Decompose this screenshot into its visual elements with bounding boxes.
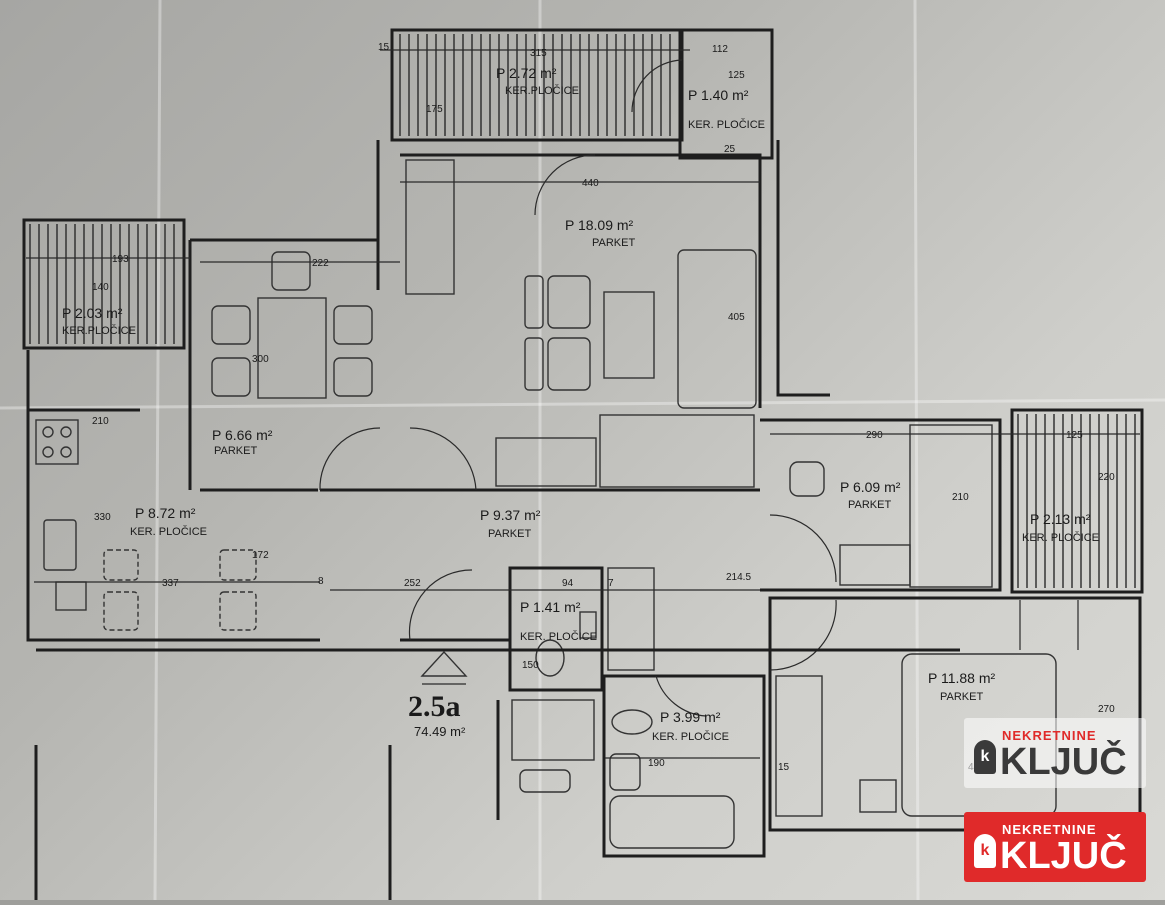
dim-label: 252: [404, 578, 421, 589]
watermark-logo-red: k NEKRETNINE KLJUČ: [964, 812, 1146, 882]
dim-label: 25: [724, 144, 736, 155]
dim-label: 193: [112, 254, 129, 265]
watermark-small-text: NEKRETNINE: [1002, 822, 1097, 837]
dim-label: 440: [582, 178, 599, 189]
dim-label: 125: [728, 70, 745, 81]
room-floor-living: PARKET: [592, 237, 635, 249]
dim-label: 290: [866, 430, 883, 441]
dim-label: 15: [778, 762, 790, 773]
entry-outline: [34, 648, 960, 900]
dimension-lines: [26, 49, 1140, 759]
room-floor-study: PARKET: [848, 499, 891, 511]
paper-fold-horizontal: [0, 398, 1165, 410]
dim-label: 150: [522, 660, 539, 671]
dim-label: 8: [318, 576, 324, 587]
paper-fold-vertical-1: [153, 0, 162, 901]
dim-label: 337: [162, 578, 179, 589]
room-area-balcony-left: P 2.03 m²: [62, 305, 123, 321]
watermark-small-text: NEKRETNINE: [1002, 728, 1097, 743]
door-swing-bath-top: [631, 59, 683, 113]
dim-label: 405: [728, 312, 745, 323]
dim-label: 210: [952, 492, 969, 503]
dim-label: 140: [92, 282, 109, 293]
dining-outline: [188, 238, 378, 492]
room-floor-bedroom: PARKET: [940, 691, 983, 703]
balcony-right-outline: [1010, 408, 1144, 594]
room-floor-balcony-left: KER.PLOČICE: [62, 324, 136, 337]
dim-label: 315: [530, 48, 547, 59]
room-floor-bath-top: KER. PLOČICE: [688, 118, 765, 131]
room-area-balcony-right: P 2.13 m²: [1030, 511, 1091, 527]
room-area-bathroom: P 3.99 m²: [660, 709, 721, 725]
room-area-bath-top: P 1.40 m²: [688, 87, 749, 103]
dim-label: 125: [1066, 430, 1083, 441]
dim-label: 15: [378, 42, 390, 53]
room-area-living: P 18.09 m²: [565, 217, 634, 233]
key-icon: k: [974, 834, 996, 868]
room-floor-wc: KER. PLOČICE: [520, 630, 597, 643]
key-icon: k: [974, 740, 996, 774]
dim-label: 190: [648, 758, 665, 769]
dim-label: 214.5: [726, 572, 751, 583]
bath-top-outline: [678, 28, 774, 160]
room-floor-balcony-right: KER. PLOČICE: [1022, 531, 1099, 544]
room-floor-balcony-top: KER.PLOČICE: [505, 84, 579, 97]
dim-label: 94: [562, 578, 574, 589]
dim-label: 175: [426, 104, 443, 115]
room-area-balcony-top: P 2.72 m²: [496, 65, 557, 81]
paper-fold-vertical-3: [913, 0, 920, 901]
wc-outline: [508, 566, 604, 692]
room-area-study: P 6.09 m²: [840, 479, 901, 495]
room-floor-dining: PARKET: [214, 445, 257, 457]
balcony-left-outline: [22, 218, 186, 350]
dim-label: 270: [1098, 704, 1115, 715]
kitchen-outline: [26, 350, 320, 642]
watermark-big-text: KLJUČ: [1000, 741, 1127, 783]
living-room-outline: [376, 140, 830, 409]
room-area-hall: P 9.37 m²: [480, 507, 541, 523]
dim-label: 7: [608, 578, 614, 589]
apartment-total-area: 74.49 m²: [414, 724, 466, 739]
room-area-dining: P 6.66 m²: [212, 427, 273, 443]
room-area-kitchen: P 8.72 m²: [135, 505, 196, 521]
study-outline: [760, 418, 1002, 592]
room-area-bedroom: P 11.88 m²: [928, 670, 996, 686]
dim-label: 222: [312, 258, 329, 269]
watermark-logo-light: k NEKRETNINE KLJUČ: [964, 718, 1146, 788]
bedroom-outline: [768, 596, 1142, 832]
dim-label: 300: [252, 354, 269, 365]
dim-label: 220: [1098, 472, 1115, 483]
stair-arrow-icon: [420, 650, 468, 677]
dim-label: 172: [252, 550, 269, 561]
watermark-big-text: KLJUČ: [1000, 835, 1127, 877]
room-area-wc: P 1.41 m²: [520, 599, 581, 615]
bathroom-outline: [602, 567, 766, 858]
apartment-code: 2.5a: [408, 690, 461, 723]
balcony-top-outline: [390, 28, 684, 142]
dim-label: 210: [92, 416, 109, 427]
room-floor-hall: PARKET: [488, 528, 531, 540]
dim-label: 112: [712, 44, 728, 55]
hall-outline: [319, 414, 760, 642]
room-floor-bathroom: KER. PLOČICE: [652, 730, 729, 743]
room-floor-kitchen: KER. PLOČICE: [130, 525, 207, 538]
dim-label: 330: [94, 512, 111, 523]
